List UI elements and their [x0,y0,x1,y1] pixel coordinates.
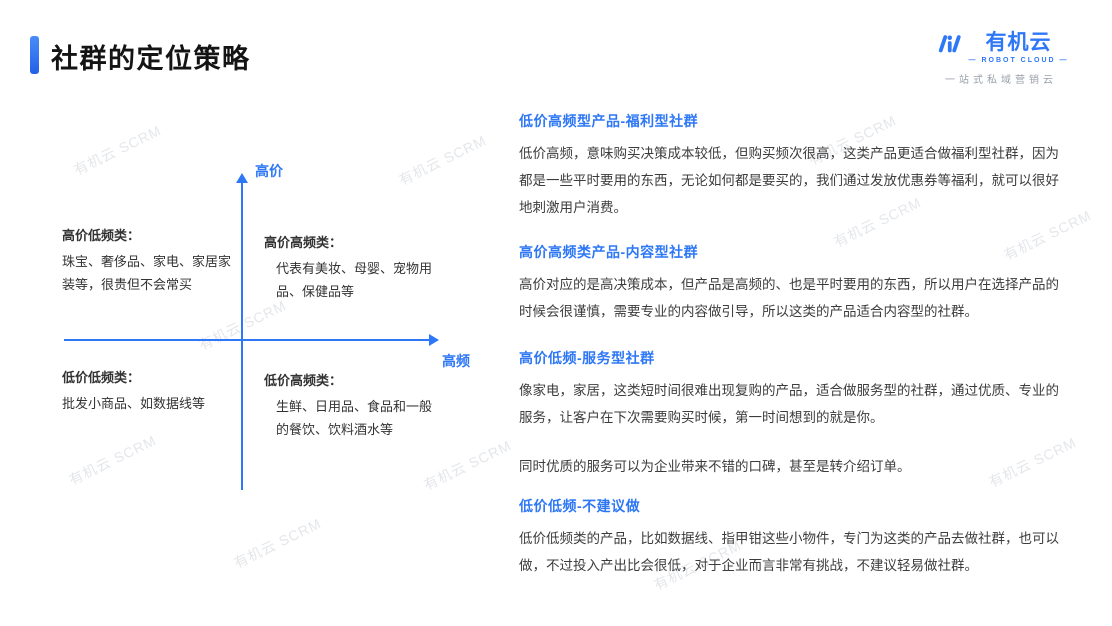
section-content-community: 高价高频类产品-内容型社群 高价对应的是高决策成本，但产品是高频的、也是平时要用… [519,242,1059,325]
quadrant-body: 批发小商品、如数据线等 [62,396,206,411]
title-accent-bar [30,36,39,74]
section-heading: 低价高频型产品-福利型社群 [519,113,699,129]
section-paragraph: 低价高频，意味购买决策成本较低，但购买频次很高，这类产品更适合做福利型社群，因为… [519,146,1059,215]
strategy-sections: 低价高频型产品-福利型社群 低价高频，意味购买决策成本较低，但购买频次很高，这类… [519,111,1059,600]
quadrant-body: 代表有美妆、母婴、宠物用品、保健品等 [276,261,433,299]
section-paragraph: 同时优质的服务可以为企业带来不错的口碑，甚至是转介绍订单。 [519,459,911,474]
quadrant-title: 低价低频类： [62,370,141,385]
x-axis-label: 高频 [442,353,470,369]
section-paragraph: 低价低频类的产品，比如数据线、指甲钳这些小物件，专门为这类的产品去做社群，也可以… [519,531,1059,573]
quadrant-body: 生鲜、日用品、食品和一般的餐饮、饮料酒水等 [276,399,433,437]
watermark: 有机云 SCRM [421,436,514,494]
quadrant-high-price-high-freq: 高价高频类： 代表有美妆、母婴、宠物用品、保健品等 [264,231,449,303]
quadrant-high-price-low-freq: 高价低频类： 珠宝、奢侈品、家电、家居家装等，很贵但不会常买 [62,224,240,296]
quadrant-title: 低价高频类： [264,373,343,388]
section-heading: 低价低频-不建议做 [519,498,641,514]
section-not-recommended: 低价低频-不建议做 低价低频类的产品，比如数据线、指甲钳这些小物件，专门为这类的… [519,496,1059,579]
section-service-community: 高价低频-服务型社群 像家电，家居，这类短时间很难出现复购的产品，适合做服务型的… [519,348,1059,480]
brand-logo-icon [934,31,964,60]
section-paragraph: 高价对应的是高决策成本，但产品是高频的、也是平时要用的东西，所以用户在选择产品的… [519,277,1059,319]
quadrant-title: 高价低频类： [62,228,141,243]
section-heading: 高价高频类产品-内容型社群 [519,244,699,260]
page-title: 社群的定位策略 [51,44,251,74]
section-heading: 高价低频-服务型社群 [519,350,655,366]
quadrant-title: 高价高频类： [264,235,343,250]
section-welfare-community: 低价高频型产品-福利型社群 低价高频，意味购买决策成本较低，但购买频次很高，这类… [519,111,1059,221]
y-axis-line [241,183,243,490]
x-axis-arrow [429,334,439,346]
quadrant-low-price-high-freq: 低价高频类： 生鲜、日用品、食品和一般的餐饮、饮料酒水等 [264,369,442,441]
watermark: 有机云 SCRM [396,131,489,189]
section-paragraph: 像家电，家居，这类短时间很难出现复购的产品，适合做服务型的社群，通过优质、专业的… [519,383,1059,425]
brand-name: 有机云 [985,31,1052,54]
watermark: 有机云 SCRM [231,514,324,572]
quadrant-low-price-low-freq: 低价低频类： 批发小商品、如数据线等 [62,366,252,415]
watermark: 有机云 SCRM [66,431,159,489]
brand-logo: 有机云 — ROBOT CLOUD — 一站式私域营销云 [926,26,1076,86]
watermark: 有机云 SCRM [71,121,164,179]
x-axis-line [64,339,431,341]
brand-subtitle: — ROBOT CLOUD — [968,57,1069,64]
quadrant-body: 珠宝、奢侈品、家电、家居家装等，很贵但不会常买 [62,254,232,292]
y-axis-label: 高价 [255,163,283,179]
y-axis-arrow [236,173,248,183]
brand-tagline: 一站式私域营销云 [945,75,1057,86]
